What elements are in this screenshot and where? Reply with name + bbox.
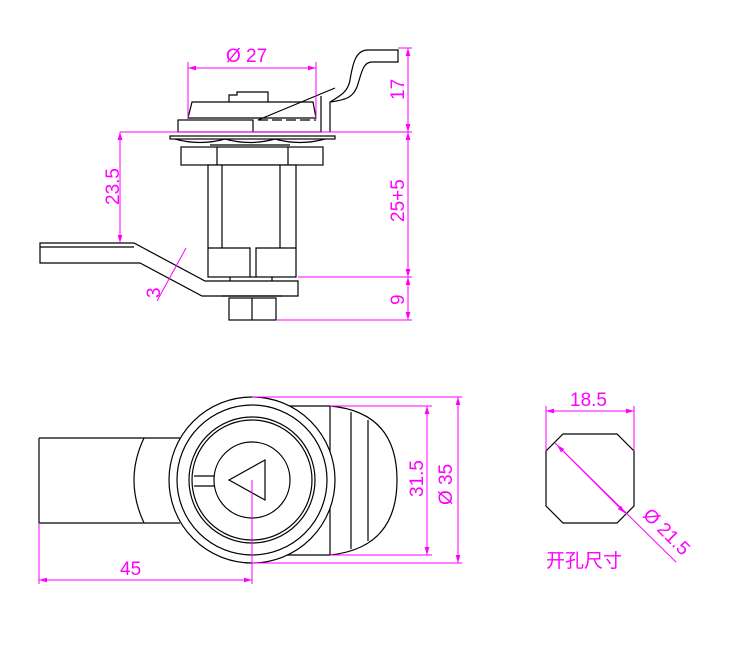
cam-bar — [39, 242, 299, 297]
dimension-outer: Ø 35 — [436, 397, 461, 563]
cutout-shape — [545, 433, 635, 524]
dim-label-9: 9 — [388, 294, 409, 305]
dimension-handle-height: 17 — [388, 48, 411, 132]
dim-label-27: Ø 27 — [226, 46, 267, 67]
handle — [320, 49, 399, 132]
triangle-mark — [227, 458, 266, 502]
dim-label-35: Ø 35 — [436, 464, 457, 505]
dimension-cam-offset: 23.5 — [103, 132, 124, 243]
cam-lever — [38, 437, 180, 524]
dimension-grip-range: 25+5 — [388, 132, 411, 277]
cutout-size-label: 开孔尺寸 — [546, 550, 622, 572]
front-view: 45 31.5 Ø 35 — [38, 396, 462, 584]
dim-label-23-5: 23.5 — [103, 168, 124, 205]
dim-label-45: 45 — [120, 559, 141, 580]
dimension-bottom: 9 — [388, 277, 411, 320]
dimension-cam-thickness: 3 — [144, 247, 187, 302]
dimension-cutout-width: 18.5 — [545, 390, 635, 451]
lock-cap — [177, 87, 336, 133]
lock-body — [207, 164, 297, 278]
side-view: Ø 27 17 25+5 9 23.5 3 — [39, 46, 412, 321]
dimension-inner: 31.5 — [407, 406, 430, 555]
cutout-view: 18.5 Ø 21.5 开孔尺寸 — [545, 390, 694, 572]
dimension-cap-diameter: Ø 27 — [187, 46, 317, 118]
dim-label-18-5: 18.5 — [570, 390, 607, 411]
dim-label-31-5: 31.5 — [407, 460, 428, 497]
panel-and-washer — [169, 135, 336, 146]
dim-label-25-5: 25+5 — [388, 179, 409, 222]
hex-nut — [180, 146, 324, 166]
dimension-cutout-diagonal: Ø 21.5 — [554, 442, 694, 563]
bottom-nut — [222, 295, 282, 321]
dim-label-17: 17 — [388, 79, 409, 100]
dimension-cam-length: 45 — [39, 559, 252, 583]
dim-label-3: 3 — [144, 287, 165, 298]
